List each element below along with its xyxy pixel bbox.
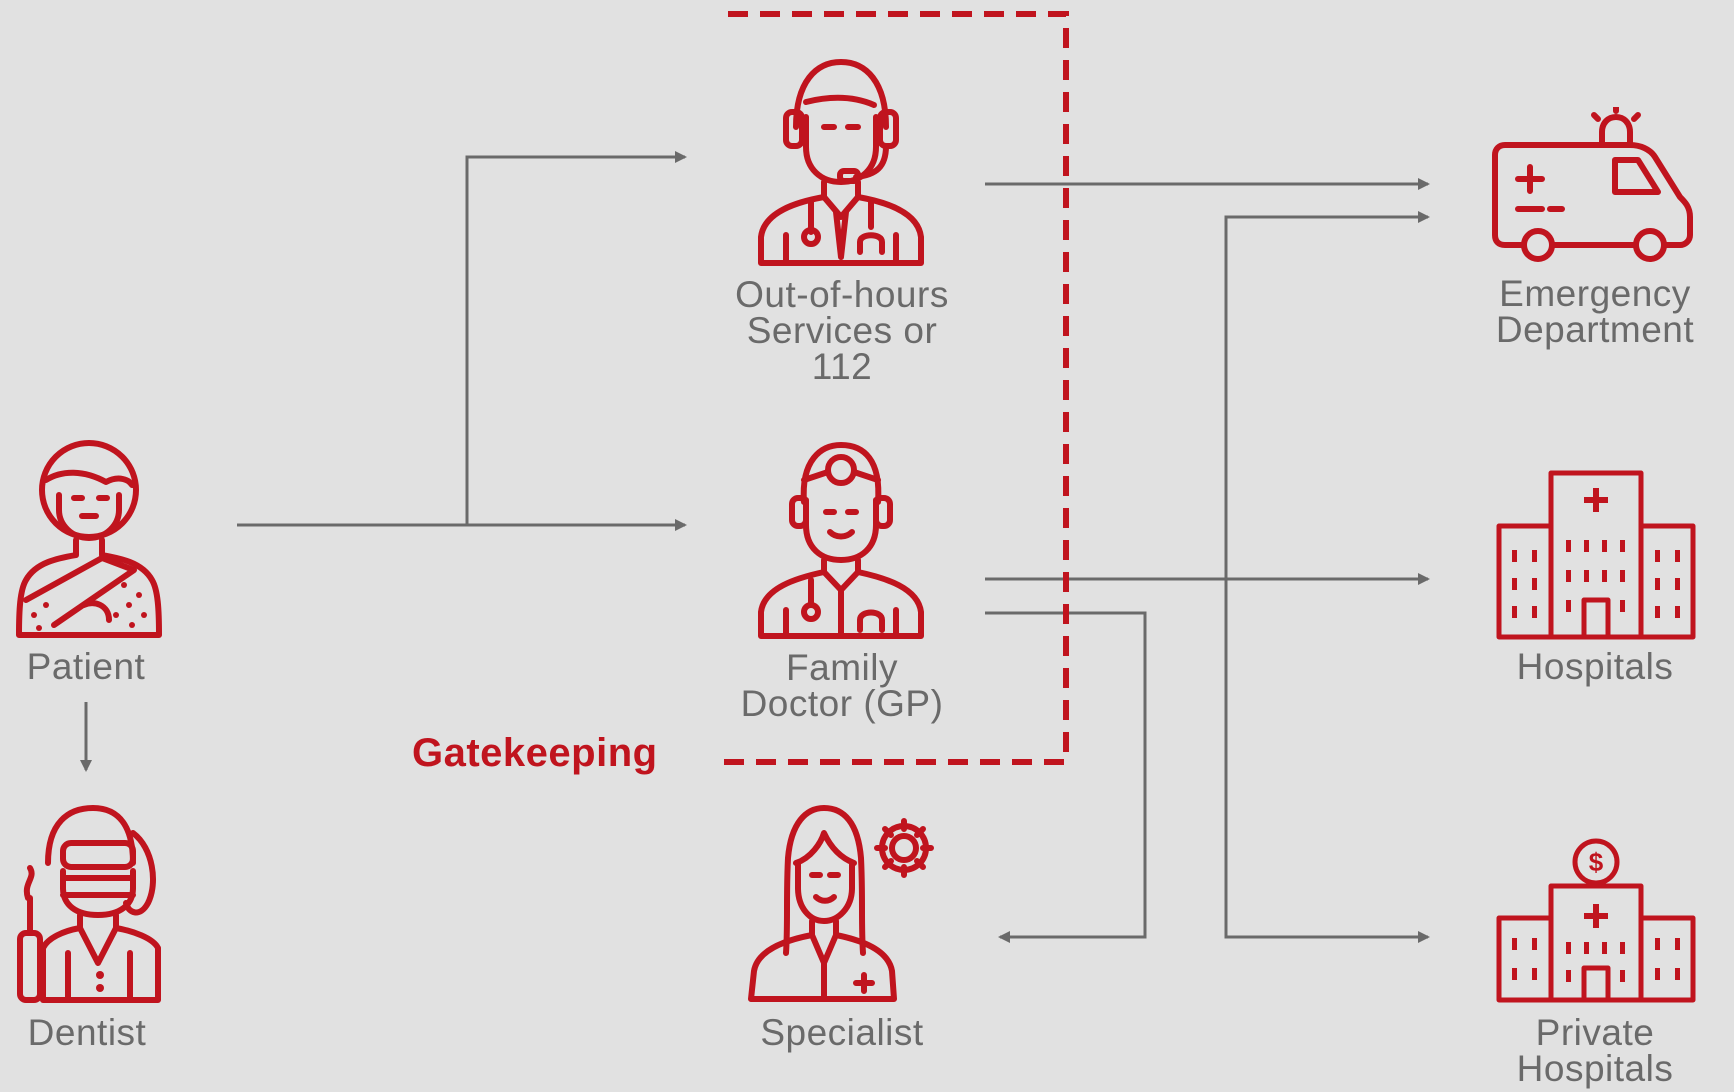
specialist-icon [748, 805, 934, 1002]
emergency-node [1490, 104, 1696, 267]
call-center-doctor-icon [758, 59, 924, 266]
svg-text:$: $ [1589, 847, 1604, 877]
patient-node [14, 440, 164, 640]
dentist-label: Dentist [27, 1012, 147, 1053]
gatekeeping-boundary [722, 11, 1069, 765]
private-hospitals-label: Private Hospitals [1516, 1012, 1674, 1089]
hospital-icon [1496, 470, 1696, 640]
arrow-gp-to-specialist [985, 611, 1147, 943]
emergency-label: Emergency Department [1495, 273, 1695, 350]
ambulance-icon [1492, 104, 1693, 262]
arrow-patient-to-ooh [465, 151, 687, 525]
dentist-icon [17, 805, 161, 1003]
specialist-label: Specialist [760, 1012, 924, 1053]
gatekeeping-label: Gatekeeping [412, 731, 658, 775]
specialist-node [746, 803, 936, 1003]
hospitals-label: Hospitals [1516, 646, 1674, 687]
dentist-node [8, 803, 168, 1003]
ooh-label: Out-of-hours Services or 112 [735, 274, 949, 387]
ooh-node [756, 57, 926, 267]
patient-label: Patient [26, 646, 146, 687]
private-hospitals-node: $ [1496, 838, 1696, 1003]
hospitals-node [1496, 470, 1696, 640]
gp-label: Family Doctor (GP) [740, 647, 944, 724]
gp-node [756, 440, 926, 640]
arrow-gp-to-private-hospitals [1224, 579, 1430, 943]
arrow-gp-to-emergency [1224, 211, 1430, 579]
family-doctor-icon [758, 442, 924, 639]
patient-icon [16, 440, 162, 638]
private-hospital-icon: $ [1496, 838, 1696, 1003]
